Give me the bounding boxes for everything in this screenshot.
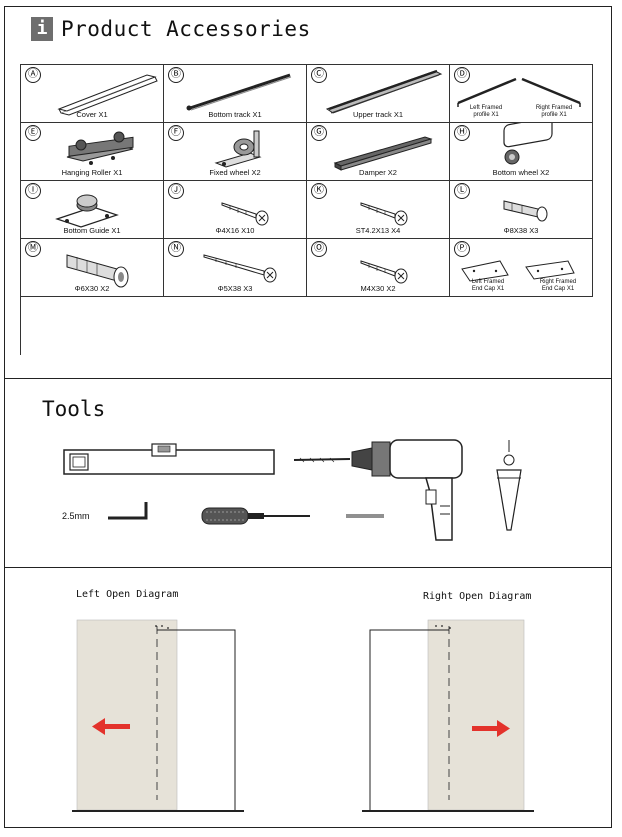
item-letter: Ⓔ [25, 125, 41, 141]
spirit-level-icon [63, 443, 275, 475]
item-caption: Damper X2 [359, 168, 397, 177]
accessory-m: Ⓜ Φ6X30 X2 [21, 239, 164, 297]
wall-anchor-icon [503, 200, 548, 222]
left-open-diagram [72, 619, 244, 812]
upper-track-icon [325, 69, 443, 114]
tools-illustration [63, 439, 522, 541]
item-letter: Ⓛ [454, 183, 470, 199]
right-open-diagram [362, 619, 534, 812]
section-header: i Product Accessories [31, 17, 311, 41]
accessory-d: Ⓓ Left Framed profile X1 Right Framed pr… [450, 65, 593, 123]
caption-line: Left Framed [471, 279, 505, 285]
bottom-track-icon [186, 73, 292, 111]
accessories-grid: Ⓐ Cover X1 Ⓑ Bottom track X1 Ⓒ Upper tra… [20, 64, 593, 355]
item-caption: Bottom Guide X1 [63, 226, 121, 235]
long-screw-icon [203, 254, 277, 283]
accessory-c: Ⓒ Upper track X1 [307, 65, 450, 123]
caption-line: End Cap X1 [471, 286, 505, 292]
accessory-h: Ⓗ Bottom wheel X2 [450, 123, 593, 181]
item-letter: Ⓒ [311, 67, 327, 83]
right-diagram-title: Right Open Diagram [423, 591, 532, 602]
damper-icon [333, 136, 433, 171]
tools-title: Tools [42, 397, 106, 421]
left-diagram-title: Left Open Diagram [76, 589, 179, 600]
item-letter: Ⓑ [168, 67, 184, 83]
item-caption: Bottom track X1 [208, 110, 262, 119]
caption-line: profile X1 [473, 112, 499, 118]
item-caption: Φ6X30 X2 [74, 284, 110, 293]
cover-strip-icon [57, 74, 158, 116]
accessory-b: Ⓑ Bottom track X1 [164, 65, 307, 123]
allen-key-size-label: 2.5mm [62, 511, 90, 521]
item-letter: Ⓟ [454, 241, 470, 257]
caption-line: profile X1 [541, 112, 567, 118]
item-letter: Ⓗ [454, 125, 470, 141]
accessory-p: Ⓟ Left Framed End Cap X1 Right Framed En… [450, 239, 593, 297]
item-caption: Φ5X38 X3 [217, 284, 253, 293]
accessory-a: Ⓐ Cover X1 [21, 65, 164, 123]
item-caption: Cover X1 [76, 110, 108, 119]
wall-anchor-large-icon [66, 254, 129, 288]
bottom-guide-icon [55, 194, 119, 228]
screw-icon [360, 260, 408, 284]
item-caption: Fixed wheel X2 [209, 168, 261, 177]
item-letter: Ⓘ [25, 183, 41, 199]
open-direction-diagrams [72, 619, 534, 812]
item-letter: Ⓓ [454, 67, 470, 83]
accessory-n: Ⓝ Φ5X38 X3 [164, 239, 307, 297]
right-cap-caption: Right Framed End Cap X1 [528, 279, 588, 293]
item-letter: Ⓐ [25, 67, 41, 83]
caption-line: Right Framed [535, 105, 573, 111]
item-caption: M4X30 X2 [360, 284, 396, 293]
accessory-g: Ⓖ Damper X2 [307, 123, 450, 181]
drill-bit-icon [293, 457, 351, 463]
bottom-wheel-icon [503, 123, 553, 165]
caption-line: Right Framed [539, 279, 577, 285]
item-caption: Upper track X1 [352, 110, 404, 119]
left-cap-caption: Left Framed End Cap X1 [458, 279, 518, 293]
electric-drill-icon [351, 439, 463, 541]
fixed-wheel-icon [214, 130, 262, 168]
item-letter: Ⓝ [168, 241, 184, 257]
item-caption: ST4.2X13 X4 [355, 226, 401, 235]
caption-line: Left Framed [469, 105, 503, 111]
item-letter: Ⓚ [311, 183, 327, 199]
accessory-j: Ⓙ Φ4X16 X10 [164, 181, 307, 239]
accessory-k: Ⓚ ST4.2X13 X4 [307, 181, 450, 239]
right-arrow-icon [472, 720, 510, 737]
accessory-f: Ⓕ Fixed wheel X2 [164, 123, 307, 181]
accessory-l: Ⓛ Φ8X38 X3 [450, 181, 593, 239]
item-letter: Ⓕ [168, 125, 184, 141]
item-caption: Φ4X16 X10 [215, 226, 255, 235]
item-letter: Ⓞ [311, 241, 327, 257]
accessory-o: Ⓞ M4X30 X2 [307, 239, 450, 297]
info-icon: i [31, 17, 53, 41]
section-divider [4, 378, 611, 379]
end-caps-icon [461, 260, 575, 282]
accessory-i: Ⓘ Bottom Guide X1 [21, 181, 164, 239]
accessory-e: Ⓔ Hanging Roller X1 [21, 123, 164, 181]
plumb-bob-icon [496, 440, 522, 531]
screw-icon [221, 202, 269, 226]
section-title: Product Accessories [61, 17, 311, 41]
right-profile-caption: Right Framed profile X1 [524, 105, 584, 119]
framed-profiles-icon [457, 77, 581, 107]
section-divider [4, 567, 611, 568]
instruction-sheet [4, 6, 612, 828]
item-letter: Ⓜ [25, 241, 41, 257]
item-caption: Hanging Roller X1 [61, 168, 123, 177]
screwdriver-icon [201, 507, 310, 525]
item-letter: Ⓙ [168, 183, 184, 199]
allen-key-icon [108, 502, 148, 520]
left-arrow-icon [92, 718, 130, 735]
item-caption: Bottom wheel X2 [492, 168, 550, 177]
hanging-roller-icon [66, 131, 134, 165]
item-letter: Ⓖ [311, 125, 327, 141]
left-profile-caption: Left Framed profile X1 [456, 105, 516, 119]
item-caption: Φ8X38 X3 [503, 226, 539, 235]
screw-icon [360, 202, 408, 226]
caption-line: End Cap X1 [541, 286, 575, 292]
